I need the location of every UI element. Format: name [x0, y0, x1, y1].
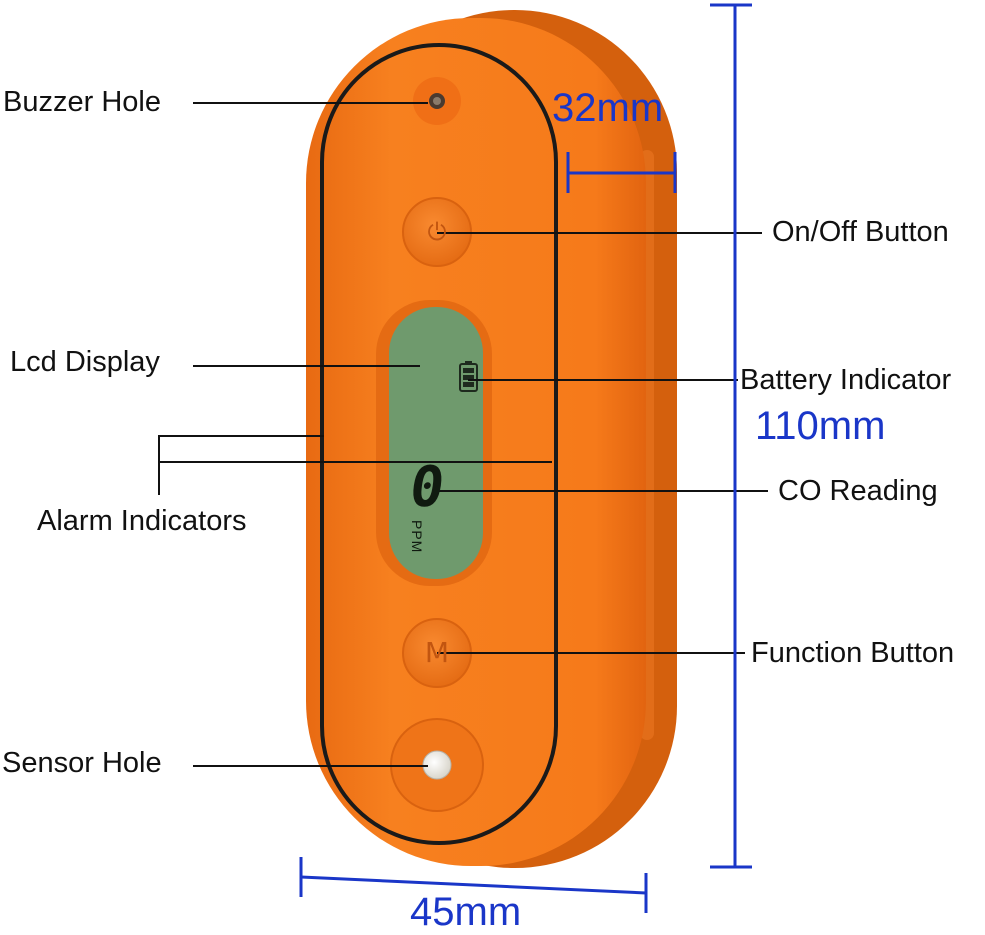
height-dimension-line: [710, 3, 752, 869]
lcd-display: [376, 300, 492, 586]
alarm-indicator-ring: [320, 43, 558, 845]
label-lcd-display: Lcd Display: [10, 346, 160, 378]
power-icon: ⏻: [427, 218, 447, 246]
dimension-height-label: 110mm: [755, 404, 886, 448]
label-sensor-hole: Sensor Hole: [2, 747, 162, 779]
label-alarm-indicators: Alarm Indicators: [37, 505, 247, 537]
leader-alarm-indicators-a: [158, 435, 324, 495]
label-function-button: Function Button: [751, 637, 955, 669]
buzzer-hole: [413, 77, 461, 125]
co-reading-unit: PPM: [409, 520, 425, 554]
label-co-reading: CO Reading: [778, 475, 938, 507]
width-dimension-line: [299, 857, 648, 913]
depth-dimension-line: [566, 152, 677, 193]
function-button-label: M: [424, 636, 450, 669]
label-buzzer-hole: Buzzer Hole: [3, 86, 161, 118]
label-on-off-button: On/Off Button: [772, 216, 949, 248]
dimension-depth-label: 32mm: [552, 86, 664, 130]
dimension-width-label: 45mm: [410, 890, 522, 934]
label-battery-indicator: Battery Indicator: [740, 364, 952, 396]
co-reading-value: 0: [405, 455, 449, 520]
battery-icon: [459, 361, 478, 392]
